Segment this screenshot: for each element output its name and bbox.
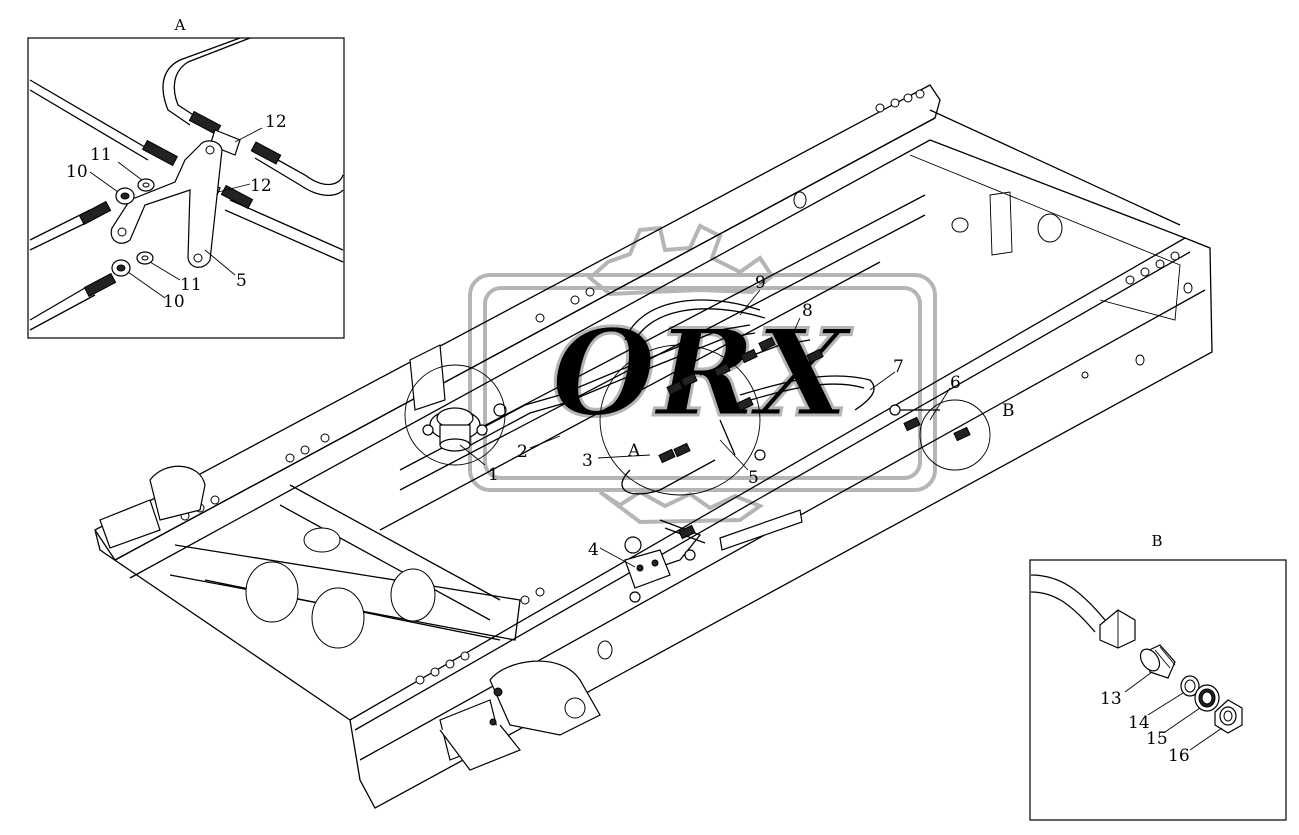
inset-a: A [27, 16, 345, 339]
inset-a-callout-5: 5 [236, 271, 247, 291]
callout-8: 8 [802, 301, 813, 321]
callout-5: 5 [748, 468, 759, 488]
inset-a-callout-10-bottom: 10 [163, 292, 185, 312]
inset-b-callout-16: 16 [1168, 746, 1190, 766]
callout-2: 2 [517, 442, 528, 462]
right-rail-holes [415, 251, 1180, 685]
inset-a-callout-11-top: 11 [90, 145, 112, 165]
callout-6: 6 [950, 373, 961, 393]
callout-3: 3 [582, 451, 593, 471]
main-callouts: 1 2 3 4 5 6 7 8 9 A B [488, 273, 1015, 560]
pipe-fittings [493, 336, 971, 561]
watermark-text: ORX [551, 303, 852, 444]
callout-4: 4 [588, 540, 599, 560]
inset-b-callout-14: 14 [1128, 713, 1150, 733]
valve-assembly [422, 407, 488, 452]
inset-a-callout-10-top: 10 [66, 162, 88, 182]
watermark: ORX [468, 223, 937, 525]
inset-b-title: B [1151, 532, 1162, 550]
chassis-frame [94, 84, 1213, 809]
inset-a-title: A [174, 16, 186, 34]
detail-circles [404, 344, 991, 496]
detail-a-label: A [627, 441, 641, 461]
hydraulic-lines [459, 299, 940, 571]
main-leaders [459, 289, 951, 568]
inset-a-callout-12-mid: 12 [250, 176, 272, 196]
inset-b: B 13 14 15 16 [1029, 532, 1287, 821]
inset-b-callout-15: 15 [1146, 729, 1168, 749]
detail-b-label: B [1002, 401, 1015, 421]
inset-a-callout-11-bottom: 11 [180, 275, 202, 295]
valve-block [624, 536, 671, 603]
inset-b-callout-13: 13 [1100, 689, 1122, 709]
callout-7: 7 [893, 357, 904, 377]
callout-1: 1 [488, 465, 499, 485]
callout-9: 9 [755, 273, 766, 293]
inset-a-callout-12-top: 12 [265, 112, 287, 132]
